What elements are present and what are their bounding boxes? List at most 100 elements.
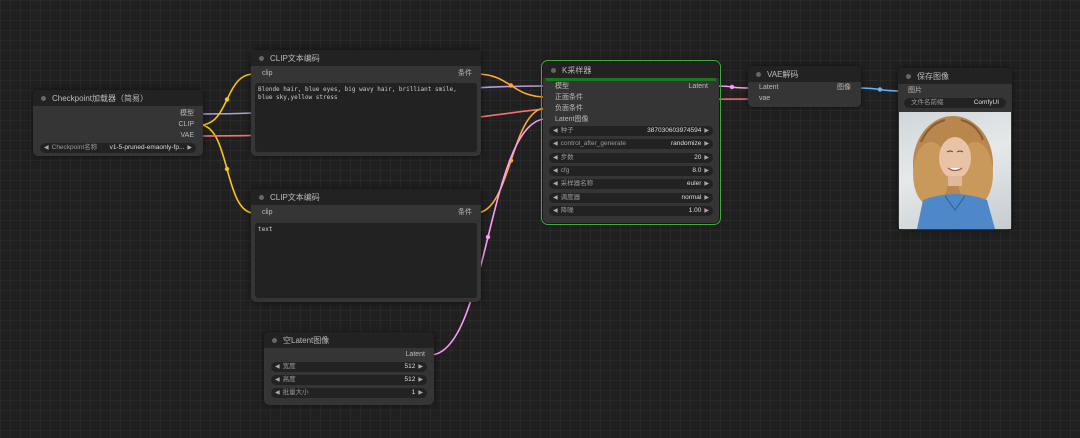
increment-arrow-icon[interactable]: ▶ bbox=[704, 194, 709, 201]
decrement-arrow-icon[interactable]: ◀ bbox=[553, 207, 558, 214]
collapse-dot-icon[interactable] bbox=[272, 337, 277, 343]
clip-text-encode-positive-node[interactable]: CLIP文本编码 clip 条件 Blonde hair, blue eyes,… bbox=[251, 50, 481, 156]
ksampler-widget[interactable]: ◀步数 20▶ bbox=[549, 152, 713, 163]
widget-value: randomize bbox=[671, 140, 702, 148]
increment-arrow-icon[interactable]: ▶ bbox=[418, 377, 423, 383]
widget-label: 宽度 bbox=[282, 363, 296, 370]
node-header[interactable]: 保存图像 bbox=[898, 68, 1012, 84]
widget-value: 20 bbox=[694, 153, 702, 161]
decrement-arrow-icon[interactable]: ◀ bbox=[275, 377, 280, 383]
height-number-widget[interactable]: ◀ 高度 512 ▶ bbox=[271, 375, 427, 385]
node-header[interactable]: CLIP文本编码 bbox=[251, 189, 481, 205]
widget-label: 采样器名称 bbox=[560, 180, 594, 188]
collapse-dot-icon[interactable] bbox=[756, 71, 761, 77]
decrement-arrow-icon[interactable]: ◀ bbox=[553, 141, 558, 148]
vae-decode-node[interactable]: VAE解码 Latent 图像 vae bbox=[748, 66, 861, 107]
increment-arrow-icon[interactable]: ▶ bbox=[418, 364, 423, 370]
node-title: 保存图像 bbox=[917, 71, 949, 81]
decrement-arrow-icon[interactable]: ◀ bbox=[553, 181, 558, 188]
wire-midpoint-dot[interactable] bbox=[224, 97, 230, 102]
prompt-textarea[interactable]: Blonde hair, blue eyes, big wavy hair, b… bbox=[255, 83, 477, 152]
increment-arrow-icon[interactable]: ▶ bbox=[704, 181, 709, 188]
widget-value: 512 bbox=[404, 376, 416, 383]
widget-value: 8.0 bbox=[692, 166, 702, 174]
decrement-arrow-icon[interactable]: ◀ bbox=[553, 167, 558, 174]
widget-label: 步数 bbox=[560, 153, 574, 161]
decrement-arrow-icon[interactable]: ◀ bbox=[275, 364, 280, 370]
widget-value: 1 bbox=[411, 389, 416, 396]
increment-arrow-icon[interactable]: ▶ bbox=[704, 154, 709, 161]
widget-label: 降噪 bbox=[560, 206, 574, 214]
ksampler-widget[interactable]: ◀control_after_generate randomize▶ bbox=[549, 139, 713, 150]
output-image-label: 图像 bbox=[837, 84, 851, 91]
decrement-arrow-icon[interactable]: ◀ bbox=[553, 154, 558, 161]
widget-value: 1.00 bbox=[688, 206, 702, 214]
input-clip-label: clip bbox=[262, 209, 273, 216]
widget-label: 高度 bbox=[282, 376, 296, 383]
left-arrow-icon[interactable]: ◀ bbox=[44, 145, 49, 151]
widget-value: ComfyUI bbox=[973, 99, 999, 106]
wire-clip-positive bbox=[199, 73, 255, 126]
prompt-textarea[interactable]: text bbox=[255, 223, 477, 298]
input-negative-label: 负面条件 bbox=[555, 105, 583, 112]
wire-positive-conditioning bbox=[475, 73, 547, 98]
increment-arrow-icon[interactable]: ▶ bbox=[704, 141, 709, 148]
node-title: Checkpoint加载器（简易） bbox=[52, 93, 149, 103]
wire-midpoint-dot[interactable] bbox=[877, 87, 883, 92]
increment-arrow-icon[interactable]: ▶ bbox=[704, 207, 709, 214]
width-number-widget[interactable]: ◀ 宽度 512 ▶ bbox=[271, 362, 427, 372]
filename-prefix-widget[interactable]: 文件名前缀 ComfyUI bbox=[904, 98, 1006, 108]
batch-size-number-widget[interactable]: ◀ 批量大小 1 ▶ bbox=[271, 388, 427, 398]
decrement-arrow-icon[interactable]: ◀ bbox=[553, 194, 558, 201]
checkpoint-loader-node[interactable]: Checkpoint加载器（简易） 模型 CLIP VAE ◀ Checkpoi… bbox=[33, 90, 203, 156]
increment-arrow-icon[interactable]: ▶ bbox=[704, 167, 709, 174]
wire-negative-conditioning bbox=[475, 107, 547, 214]
collapse-dot-icon[interactable] bbox=[551, 67, 556, 73]
collapse-dot-icon[interactable] bbox=[41, 95, 46, 101]
increment-arrow-icon[interactable]: ▶ bbox=[704, 128, 709, 134]
input-clip-label: clip bbox=[262, 70, 273, 77]
node-title: K采样器 bbox=[562, 65, 592, 75]
input-vae-label: vae bbox=[759, 95, 771, 102]
node-title: VAE解码 bbox=[767, 69, 799, 79]
ksampler-widget[interactable]: ◀降噪 1.00▶ bbox=[549, 205, 713, 216]
decrement-arrow-icon[interactable]: ◀ bbox=[275, 390, 280, 396]
wire-midpoint-dot[interactable] bbox=[224, 166, 230, 172]
ckpt-name-combo[interactable]: ◀ Checkpoint名称 v1-5-pruned-emaonly-fp...… bbox=[40, 143, 196, 153]
node-header[interactable]: K采样器 bbox=[543, 62, 719, 78]
widget-label: 批量大小 bbox=[282, 389, 309, 396]
increment-arrow-icon[interactable]: ▶ bbox=[418, 390, 423, 396]
right-arrow-icon[interactable]: ▶ bbox=[187, 145, 192, 151]
node-header[interactable]: VAE解码 bbox=[748, 66, 861, 82]
decrement-arrow-icon[interactable]: ◀ bbox=[553, 128, 558, 134]
wire-midpoint-dot[interactable] bbox=[508, 83, 514, 88]
clip-text-encode-negative-node[interactable]: CLIP文本编码 clip 条件 text bbox=[251, 189, 481, 302]
wire-midpoint-dot[interactable] bbox=[729, 84, 735, 90]
empty-latent-image-node[interactable]: 空Latent图像 Latent ◀ 宽度 512 ▶ ◀ 高度 512 ▶ ◀… bbox=[264, 332, 434, 405]
output-conditioning-label: 条件 bbox=[458, 209, 472, 216]
input-model-label: 模型 bbox=[555, 83, 569, 90]
collapse-dot-icon[interactable] bbox=[259, 55, 264, 61]
input-image-label: 图片 bbox=[908, 87, 922, 94]
node-header[interactable]: 空Latent图像 bbox=[264, 332, 434, 348]
collapse-dot-icon[interactable] bbox=[906, 73, 911, 79]
collapse-dot-icon[interactable] bbox=[259, 194, 264, 200]
output-image-preview[interactable] bbox=[899, 112, 1011, 229]
node-title: 空Latent图像 bbox=[283, 335, 330, 345]
wire-midpoint-dot[interactable] bbox=[508, 158, 514, 163]
node-header[interactable]: CLIP文本编码 bbox=[251, 50, 481, 66]
wire-midpoint-dot[interactable] bbox=[485, 234, 491, 240]
node-title: CLIP文本编码 bbox=[270, 53, 320, 63]
widget-value: normal bbox=[681, 193, 702, 201]
save-image-node[interactable]: 保存图像 图片 文件名前缀 ComfyUI bbox=[898, 68, 1012, 230]
node-header[interactable]: Checkpoint加载器（简易） bbox=[33, 90, 203, 106]
widget-label: 文件名前缀 bbox=[911, 99, 944, 106]
output-latent-label: Latent bbox=[688, 83, 708, 90]
widget-label: control_after_generate bbox=[560, 140, 627, 148]
input-latent-label: Latent bbox=[759, 84, 779, 91]
